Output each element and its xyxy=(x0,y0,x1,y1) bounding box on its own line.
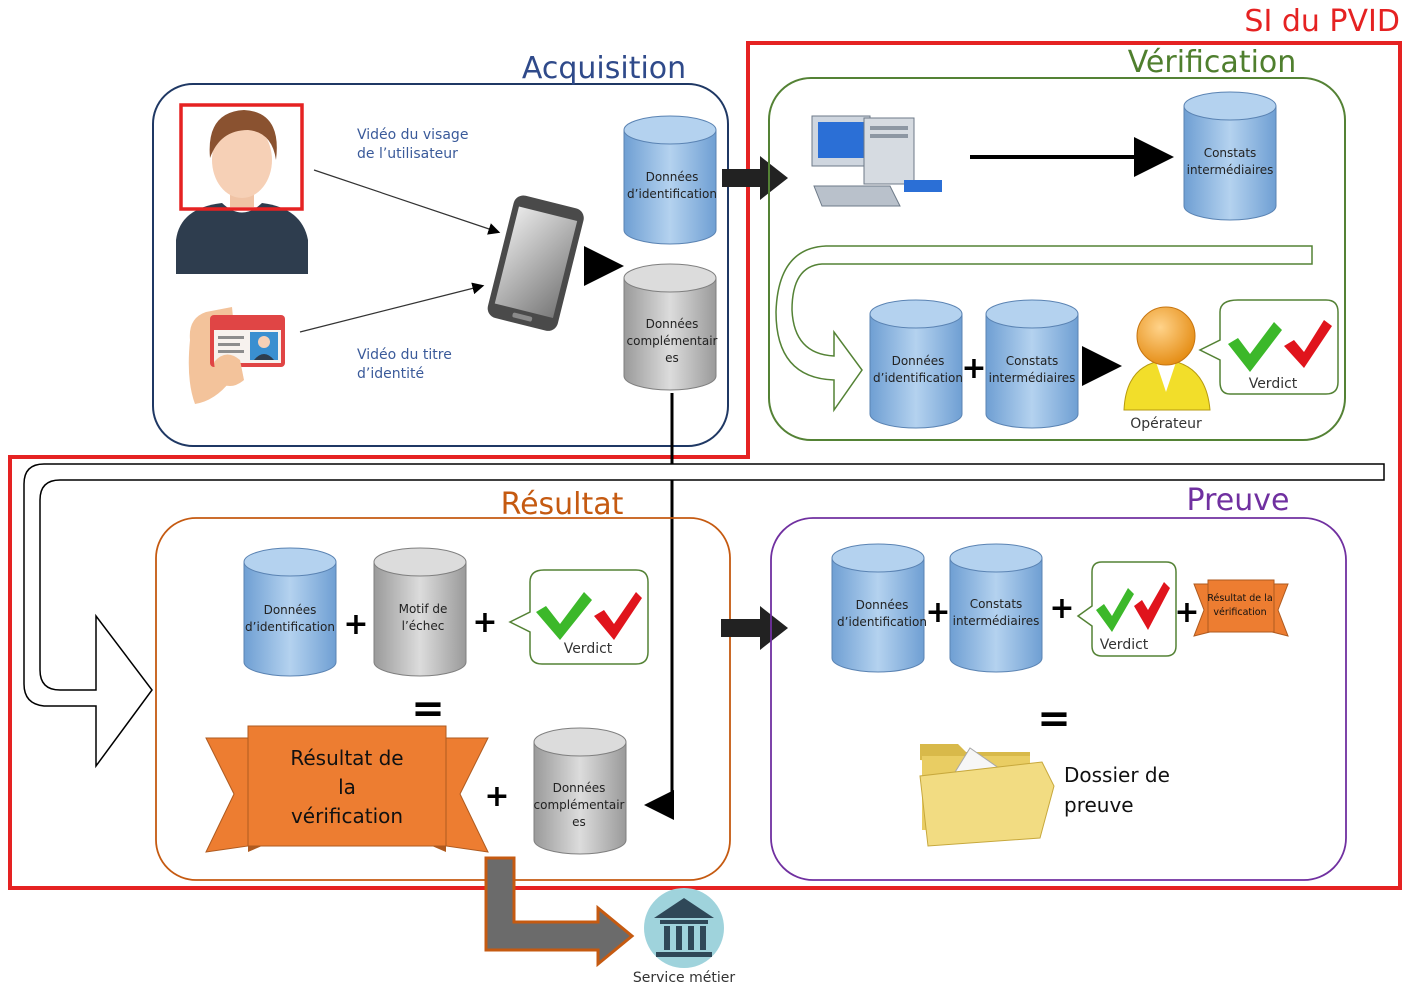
plus-verification: + xyxy=(961,351,986,386)
verdict-bubble-verification: Verdict xyxy=(1198,299,1339,395)
db-compl-res-line1: Données xyxy=(553,781,606,795)
video-face-label-1: Vidéo du visage xyxy=(357,127,468,143)
verification-box xyxy=(768,77,1346,441)
db-constats-preuve: Constats intermédiaires xyxy=(949,543,1043,673)
compl-data-connector xyxy=(644,393,674,820)
db-ident-ver-line1: Données xyxy=(892,354,945,368)
db-motif-line1: Motif de xyxy=(399,602,448,616)
bank-icon xyxy=(644,888,724,968)
db-constats-ver-line2: intermédiaires xyxy=(1187,163,1274,177)
dossier-label-2: preuve xyxy=(1064,793,1134,817)
plus-preuve-1: + xyxy=(925,595,950,630)
resultat-to-service-arrow xyxy=(484,856,635,968)
computer-icon xyxy=(811,115,942,207)
resultat-title: Résultat xyxy=(501,487,624,522)
db-compl-res-line3: es xyxy=(572,815,586,829)
si-frame xyxy=(8,41,1402,890)
check-green-icon xyxy=(536,592,592,640)
service-metier-label: Service métier xyxy=(633,970,735,986)
verification-to-resultat-arrow xyxy=(23,463,1385,769)
db-ident-res-line2: d’identification xyxy=(245,620,335,634)
smartphone-icon xyxy=(487,195,584,331)
db-ident-ver-line2: d’identification xyxy=(873,371,963,385)
plus-preuve-3: + xyxy=(1174,595,1199,630)
db-motif-echec: Motif de l’échec xyxy=(373,547,467,677)
resultat-ribbon: Résultat de la vérification xyxy=(205,725,489,853)
acquisition-box xyxy=(152,83,729,447)
id-card-icon xyxy=(188,307,285,404)
video-id-label-1: Vidéo du titre xyxy=(357,347,452,363)
plus-resultat-1: + xyxy=(343,607,368,642)
db-constats-verification-2: Constats intermédiaires xyxy=(985,299,1079,429)
resultat-to-preuve-arrow xyxy=(721,606,788,650)
db-ident-res-line1: Données xyxy=(264,603,317,617)
operator-icon xyxy=(1123,306,1211,411)
db-complementaires-acquisition: Données complémentair es xyxy=(623,263,718,391)
video-id-label-2: d’identité xyxy=(357,366,424,382)
preuve-box xyxy=(770,517,1347,881)
db-ident-pre-line2: d’identification xyxy=(837,615,927,629)
ribbon-line3: vérification xyxy=(291,804,403,828)
db-motif-line2: l’échec xyxy=(402,619,445,633)
db-identification-preuve: Données d’identification xyxy=(831,543,927,673)
si-title: SI du PVID xyxy=(1244,4,1400,39)
db-compl-acq-line1: Données xyxy=(646,317,699,331)
ribbon-line1: Résultat de xyxy=(290,746,403,770)
db-identification-verification: Données d’identification xyxy=(869,299,963,429)
check-green-icon xyxy=(1096,588,1134,632)
db-constats-ver2-line1: Constats xyxy=(1006,354,1059,368)
folder-icon xyxy=(919,744,1055,847)
verdict-bubble-preuve: Verdict xyxy=(1076,561,1177,657)
db-constats-ver2-line2: intermédiaires xyxy=(989,371,1076,385)
preuve-title: Preuve xyxy=(1187,483,1290,518)
verdict-bubble-resultat: Verdict xyxy=(508,569,649,665)
verification-title: Vérification xyxy=(1128,45,1297,80)
id-to-phone-arrow xyxy=(299,282,485,333)
user-face-icon xyxy=(176,110,308,274)
resultat-badge-preuve: Résultat de la vérification xyxy=(1193,579,1289,637)
db-identification-resultat: Données d’identification xyxy=(243,547,337,677)
db-compl-acq-line3: es xyxy=(665,351,679,365)
check-red-icon xyxy=(1134,582,1170,630)
db-ident-acq-line2: d’identification xyxy=(627,187,717,201)
verdict-label-resultat: Verdict xyxy=(564,641,613,657)
db-identification-acquisition: Données d’identification xyxy=(623,115,717,245)
verdict-label-preuve: Verdict xyxy=(1100,637,1149,653)
video-face-label-2: de l’utilisateur xyxy=(357,146,458,162)
db-compl-res-line2: complémentair xyxy=(534,798,625,812)
resultat-box xyxy=(155,517,731,881)
verification-uturn-arrow xyxy=(775,245,1313,413)
check-red-icon xyxy=(1284,320,1332,368)
plus-resultat-3: + xyxy=(484,779,509,814)
face-detection-frame xyxy=(179,103,304,211)
equals-preuve: = xyxy=(1037,696,1071,742)
db-ident-pre-line1: Données xyxy=(856,598,909,612)
face-to-phone-arrow xyxy=(313,169,501,235)
db-ident-acq-line1: Données xyxy=(646,170,699,184)
plus-preuve-2: + xyxy=(1049,591,1074,626)
operator-label: Opérateur xyxy=(1130,416,1202,432)
ribbon-line2: la xyxy=(338,775,356,799)
plus-resultat-2: + xyxy=(472,605,497,640)
db-complementaires-resultat: Données complémentair es xyxy=(533,727,627,855)
check-red-icon xyxy=(594,592,642,640)
acquisition-title: Acquisition xyxy=(522,51,686,86)
db-constats-ver-line1: Constats xyxy=(1204,146,1257,160)
db-compl-acq-line2: complémentair xyxy=(627,334,718,348)
db-constats-pre-line1: Constats xyxy=(970,597,1023,611)
check-green-icon xyxy=(1228,322,1282,372)
verdict-label-verification: Verdict xyxy=(1249,376,1298,392)
acquisition-to-verification-arrow xyxy=(722,156,788,200)
db-constats-pre-line2: intermédiaires xyxy=(953,614,1040,628)
equals-resultat: = xyxy=(411,686,445,732)
badge-line1: Résultat de la xyxy=(1207,593,1272,604)
db-constats-verification: Constats intermédiaires xyxy=(1183,91,1277,221)
dossier-label-1: Dossier de xyxy=(1064,763,1170,787)
badge-line2: vérification xyxy=(1213,607,1266,618)
